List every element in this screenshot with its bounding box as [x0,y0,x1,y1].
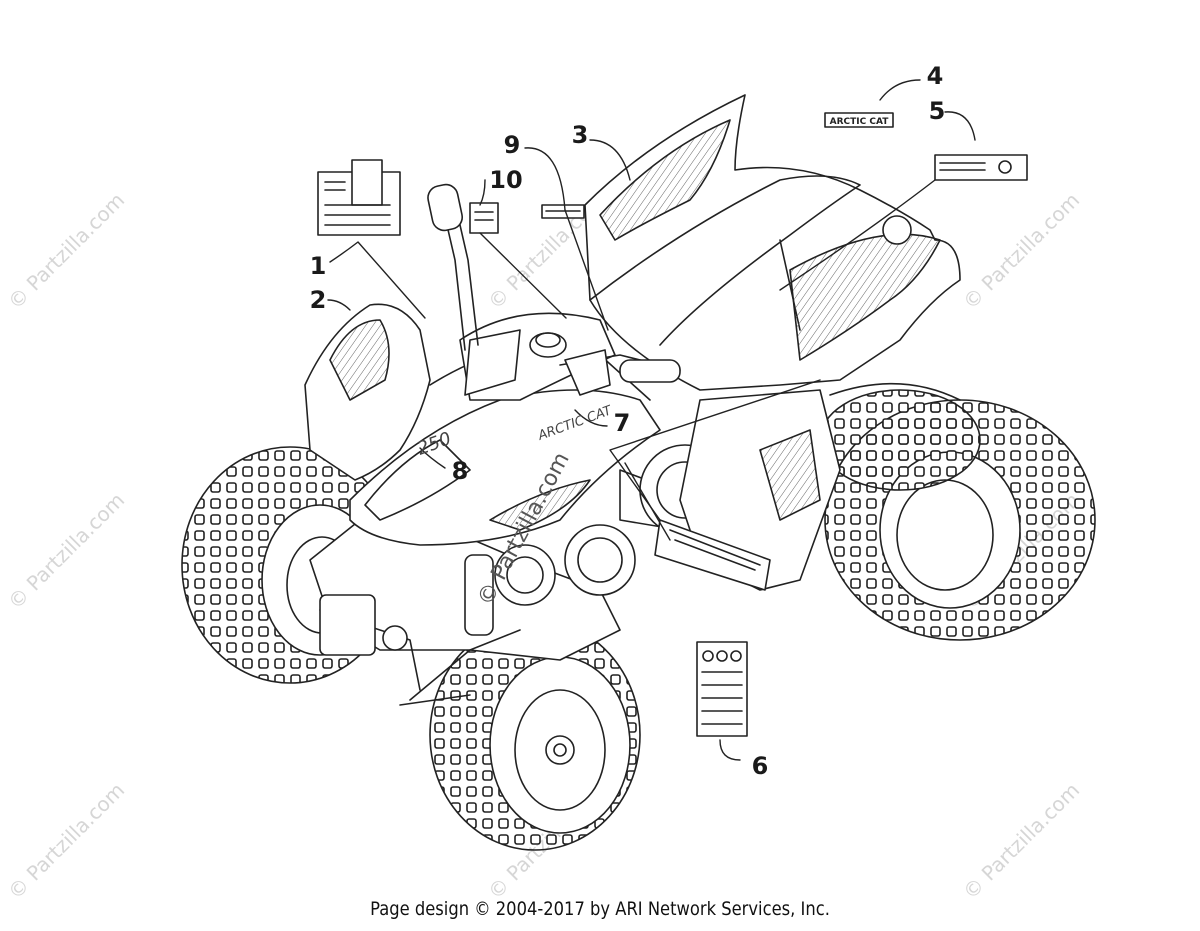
rear-fender-seat [584,94,961,391]
decal-6 [696,641,748,737]
decal-10 [469,202,499,234]
decal-4 [824,112,894,128]
callout-8: 8 [451,457,469,485]
callout-6: 6 [751,752,769,780]
callout-1: 1 [309,252,327,280]
decal-5 [934,154,1028,181]
front-right-wheel [429,619,641,851]
handlebars-tank [427,183,681,401]
decal-1 [317,159,401,236]
decal-4-text: ARCTIC CAT [830,117,890,127]
callout-3: 3 [571,121,589,149]
leader-lines [327,79,976,761]
copyright-footer: Page design © 2004-2017 by ARI Network S… [370,898,830,920]
callout-7: 7 [613,409,631,437]
decal-9 [541,204,585,219]
callout-9: 9 [503,131,521,159]
callout-5: 5 [928,97,946,125]
callout-4: 4 [926,62,944,90]
callout-2: 2 [309,286,327,314]
right-side-panel [654,389,841,591]
callout-10: 10 [489,166,523,194]
front-body [304,303,661,546]
